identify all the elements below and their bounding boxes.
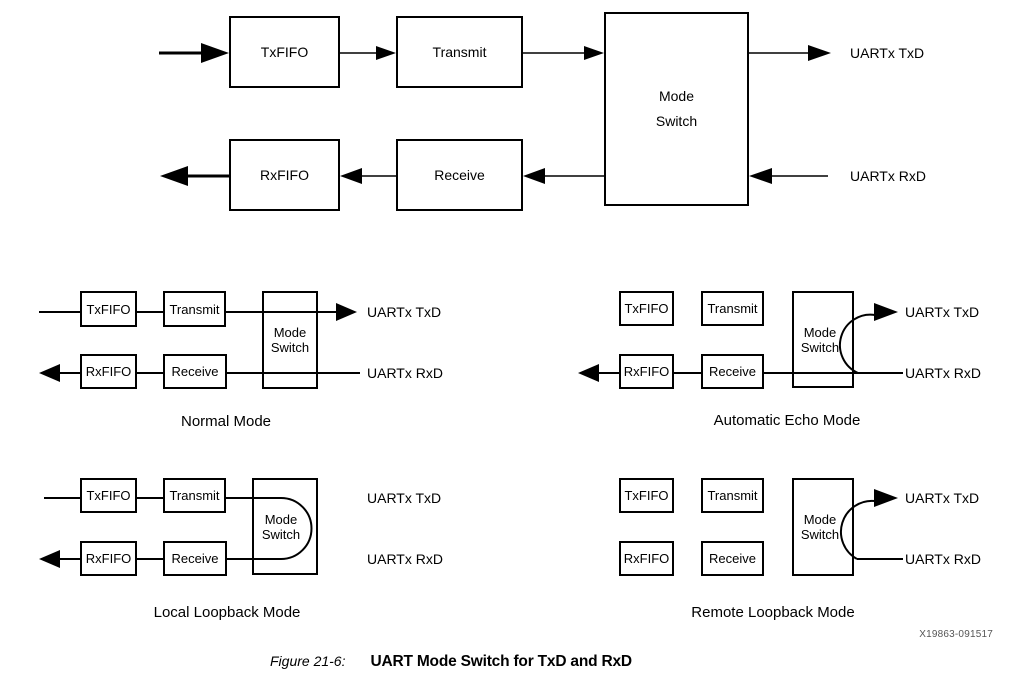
remote-txfifo-block: TxFIFO [619,478,674,513]
main-rxfifo-block: RxFIFO [229,139,340,211]
local-transmit-block: Transmit [163,478,226,513]
figure-caption-title: UART Mode Switch for TxD and RxD [370,653,632,670]
main-txfifo-label: TxFIFO [260,44,309,60]
figure-caption-label: Figure 21-6: [270,653,346,669]
remote-mode-wires [840,489,903,560]
main-mode-switch-block: Mode Switch [604,12,749,206]
local-txfifo-block: TxFIFO [80,478,137,513]
remote-transmit-block: Transmit [701,478,764,513]
main-mode-switch-line1: Mode [658,88,694,104]
local-receive-block: Receive [163,541,227,576]
remote-rxfifo-label: RxFIFO [623,551,670,566]
echo-rxfifo-block: RxFIFO [619,354,674,389]
local-mode-switch-block: Mode Switch [252,478,318,575]
remote-mode-title: Remote Loopback Mode [691,604,855,621]
main-transmit-in-arrowhead [376,46,396,60]
main-transmit-label: Transmit [432,44,487,60]
remote-loopback-arc [840,499,876,560]
main-rxfifo-label: RxFIFO [260,167,309,183]
local-loopback-arc [280,497,313,560]
normal-rxd-arrowhead [39,364,60,382]
local-uartx-txd-label: UARTx TxD [367,490,442,506]
normal-mode-switch-label: Mode Switch [271,325,309,355]
remote-txfifo-label: TxFIFO [624,488,669,503]
normal-uartx-txd-label: UARTx TxD [367,304,442,320]
main-txd-out-arrowhead [808,45,831,61]
local-mode-title: Local Loopback Mode [153,604,301,621]
echo-mode-switch-line1: Mode [803,324,837,340]
main-transmit-block: Transmit [396,16,523,88]
echo-txfifo-label: TxFIFO [624,301,669,316]
echo-receive-label: Receive [709,364,756,379]
remote-mode-switch-label: Mode Switch [801,512,839,542]
main-receive-block: Receive [396,139,523,211]
echo-mode-title: Automatic Echo Mode [713,412,861,429]
echo-rxd-arrowhead [578,364,599,382]
echo-mode-switch-line2: Switch [800,339,840,355]
echo-loopback-arc [838,313,876,374]
local-mode-switch-line2: Switch [261,526,301,542]
remote-transmit-label: Transmit [707,488,758,503]
main-output-arrowhead [160,166,188,186]
echo-transmit-block: Transmit [701,291,764,326]
main-rxfifo-in-arrowhead [340,168,362,184]
local-rxfifo-block: RxFIFO [80,541,137,576]
remote-uartx-txd-label: UARTx TxD [905,490,980,506]
figure-caption: Figure 21-6: UART Mode Switch for TxD an… [270,653,632,671]
main-uartx-rxd-label: UARTx RxD [850,168,926,184]
remote-mode-switch-block: Mode Switch [792,478,854,576]
remote-receive-block: Receive [701,541,764,576]
normal-transmit-label: Transmit [169,301,220,317]
remote-mode-switch-line2: Switch [800,527,840,542]
normal-transmit-block: Transmit [163,291,226,327]
remote-mode-switch-line1: Mode [803,512,837,527]
normal-mode-title: Normal Mode [180,413,272,430]
local-mode-switch-line1: Mode [264,511,298,527]
main-rxd-in-arrowhead [749,168,772,184]
main-uartx-txd-label: UARTx TxD [850,45,925,61]
normal-receive-block: Receive [163,354,227,389]
echo-txfifo-block: TxFIFO [619,291,674,326]
normal-receive-label: Receive [171,364,219,379]
normal-mode-switch-line1: Mode [273,325,307,340]
doc-reference-number: X19863-091517 [919,629,993,640]
main-diagram-wires [159,43,831,186]
echo-receive-block: Receive [701,354,764,389]
normal-txd-arrowhead [336,303,357,321]
echo-uartx-txd-label: UARTx TxD [905,304,980,320]
normal-rxfifo-block: RxFIFO [80,354,137,389]
normal-rxfifo-label: RxFIFO [85,364,132,379]
main-mode-switch-label: Mode Switch [656,84,697,134]
local-rxd-arrowhead [39,550,60,568]
echo-rxfifo-label: RxFIFO [623,364,670,379]
local-transmit-label: Transmit [169,488,220,503]
local-mode-switch-label: Mode Switch [262,512,300,542]
normal-txfifo-label: TxFIFO [86,301,131,317]
main-receive-label: Receive [434,167,485,183]
remote-uartx-rxd-label: UARTx RxD [905,551,981,567]
main-input-arrowhead [201,43,229,63]
normal-txfifo-block: TxFIFO [80,291,137,327]
local-rxfifo-label: RxFIFO [85,551,132,566]
local-receive-label: Receive [171,551,219,566]
main-switch-in-arrowhead [584,46,604,60]
echo-mode-switch-block: Mode Switch [792,291,854,388]
echo-uartx-rxd-label: UARTx RxD [905,365,981,381]
local-txfifo-label: TxFIFO [86,488,131,503]
remote-receive-label: Receive [709,551,756,566]
local-uartx-rxd-label: UARTx RxD [367,551,443,567]
main-txfifo-block: TxFIFO [229,16,340,88]
remote-rxfifo-block: RxFIFO [619,541,674,576]
main-receive-in-arrowhead [523,168,545,184]
main-mode-switch-line2: Switch [655,113,698,129]
echo-txd-arrowhead [874,303,898,321]
normal-uartx-rxd-label: UARTx RxD [367,365,443,381]
echo-mode-switch-label: Mode Switch [801,325,839,355]
remote-txd-arrowhead [874,489,898,507]
normal-mode-switch-block: Mode Switch [262,291,318,389]
echo-transmit-label: Transmit [707,301,758,316]
normal-mode-switch-line2: Switch [270,340,310,355]
